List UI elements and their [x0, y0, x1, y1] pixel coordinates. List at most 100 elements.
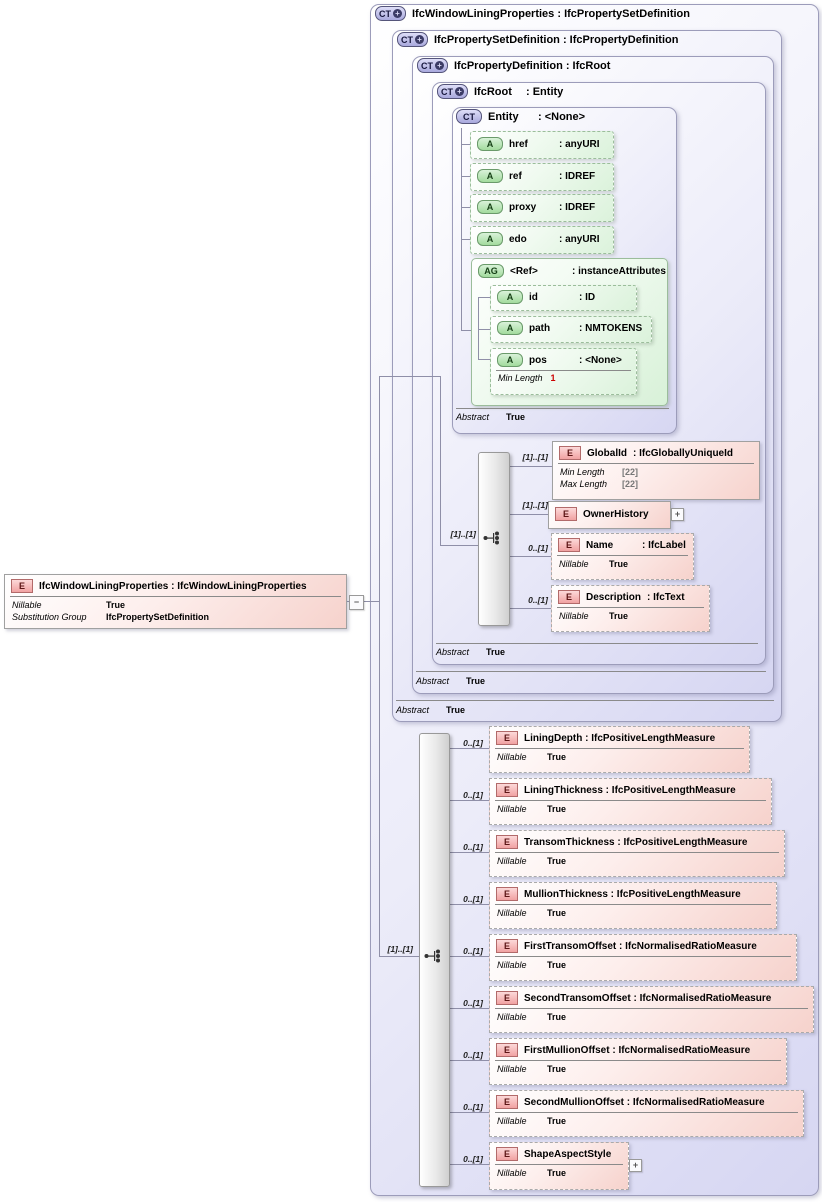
element-title: IfcWindowLiningProperties : IfcWindowLin…	[39, 580, 307, 592]
facet-divider	[456, 408, 669, 409]
facet-label: Nillable	[497, 804, 527, 814]
connector-line	[449, 748, 489, 749]
attribute-name: pos	[529, 354, 547, 366]
facet-label: Min Length	[498, 373, 543, 383]
facet-divider	[396, 700, 774, 701]
divider	[495, 1008, 808, 1009]
element-title: LiningDepth : IfcPositiveLengthMeasure	[524, 732, 716, 744]
element-type: : IfcGloballyUniqueId	[633, 447, 734, 459]
connector-line	[478, 297, 490, 298]
facet-value: 1	[550, 373, 556, 383]
element-name: OwnerHistory	[583, 508, 649, 520]
complextype-badge[interactable]: CT+	[397, 32, 428, 47]
container-header: CT+ IfcRoot : Entity	[437, 84, 563, 99]
attribute-badge: A	[477, 232, 503, 246]
complextype-badge[interactable]: CT+	[375, 6, 406, 21]
element-badge: E	[11, 579, 33, 593]
facet-label: Nillable	[497, 1116, 527, 1126]
divider	[558, 463, 754, 464]
cardinality-label: 0..[1]	[463, 894, 483, 904]
connector-line	[449, 800, 489, 801]
cardinality-label: [1]..[1]	[522, 500, 549, 510]
divider	[495, 800, 766, 801]
cardinality-label: [1]..[1]	[387, 944, 414, 954]
attribute-type: : IDREF	[559, 170, 596, 182]
element-box-shapeaspectstyle[interactable]: E ShapeAspectStyle Nillable True	[489, 1142, 629, 1190]
element-badge: E	[496, 731, 518, 745]
attribute-type: : <None>	[579, 354, 622, 366]
cardinality-label: 0..[1]	[463, 998, 483, 1008]
container-base-type: : Entity	[526, 85, 564, 98]
divider	[495, 904, 771, 905]
divider	[495, 956, 791, 957]
expand-plus-icon[interactable]: +	[671, 508, 684, 521]
element-box-ifcwindowliningproperties[interactable]: E IfcWindowLiningProperties : IfcWindowLi…	[4, 574, 347, 629]
container-header: CT+ IfcPropertySetDefinition : IfcProper…	[397, 32, 678, 47]
complextype-badge[interactable]: CT+	[437, 84, 468, 99]
facet-label: Nillable	[497, 856, 527, 866]
connector-line	[449, 1112, 489, 1113]
facet-value: True	[547, 1168, 567, 1178]
element-badge: E	[496, 887, 518, 901]
facet-value: True	[106, 600, 126, 610]
attribute-name: id	[529, 291, 538, 303]
expand-plus-icon[interactable]: +	[629, 1159, 642, 1172]
cardinality-label: 0..[1]	[463, 738, 483, 748]
facet-value: True	[547, 1012, 567, 1022]
attribute-name: ref	[509, 170, 522, 182]
connector-line	[461, 207, 470, 208]
divider	[496, 370, 631, 371]
facet-value: [22]	[622, 467, 639, 477]
derivation-plus-icon: +	[393, 9, 402, 18]
connector-line	[379, 376, 441, 377]
attribute-group-name: <Ref>	[510, 265, 538, 277]
connector-line	[440, 376, 441, 546]
facet-value: True	[547, 856, 567, 866]
element-title: ShapeAspectStyle	[524, 1148, 612, 1160]
element-name: GlobalId	[587, 447, 627, 459]
element-badge: E	[496, 1147, 518, 1161]
connector-line	[461, 176, 470, 177]
facet-divider	[416, 671, 766, 672]
complextype-badge[interactable]: CT+	[417, 58, 448, 73]
element-badge: E	[496, 783, 518, 797]
connector-line	[508, 556, 551, 557]
cardinality-label: [1]..[1]	[450, 529, 477, 539]
facet-label: Nillable	[559, 559, 589, 569]
complextype-badge[interactable]: CT	[456, 109, 482, 124]
element-title: FirstMullionOffset : IfcNormalisedRatioM…	[524, 1044, 751, 1056]
connector-line	[449, 1060, 489, 1061]
connector-line	[379, 956, 420, 957]
sequence-bar	[419, 733, 450, 1187]
connector-line	[508, 466, 552, 467]
facet-value: IfcPropertySetDefinition	[106, 612, 210, 622]
facet-label: Nillable	[497, 1064, 527, 1074]
cardinality-label: 0..[1]	[463, 1102, 483, 1112]
element-title: FirstTransomOffset : IfcNormalisedRatioM…	[524, 940, 757, 952]
connector-line	[508, 608, 551, 609]
collapse-minus-icon[interactable]: −	[349, 595, 364, 610]
facet-label: Nillable	[497, 1168, 527, 1178]
